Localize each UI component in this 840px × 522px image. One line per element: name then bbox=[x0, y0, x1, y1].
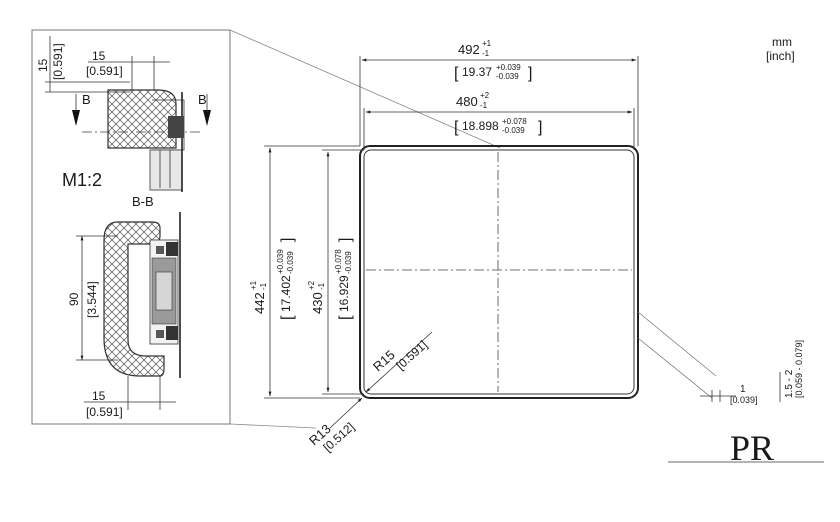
svg-text:]: ] bbox=[538, 119, 542, 136]
outer-frame bbox=[359, 145, 639, 399]
outer-height-inch-tol-plus: +0.039 bbox=[276, 249, 285, 274]
radius-inner-mm: R15 bbox=[370, 347, 398, 374]
detail-frame bbox=[31, 29, 231, 425]
inner-width-tol-plus: +2 bbox=[480, 91, 490, 100]
inner-height-inch: 16.929 bbox=[337, 275, 351, 312]
inner-height-mm: 430 bbox=[310, 292, 325, 314]
units-inch: [inch] bbox=[766, 49, 795, 63]
outer-width-tol-plus: +1 bbox=[482, 39, 492, 48]
section-marker-right: B bbox=[198, 92, 207, 107]
section-title: B-B bbox=[132, 194, 154, 209]
section-marker-left: B bbox=[82, 92, 91, 107]
outer-width-inch-tol-minus: -0.039 bbox=[496, 72, 519, 81]
outer-width-mm: 492 bbox=[458, 42, 480, 57]
svg-text:[: [ bbox=[454, 119, 459, 136]
units-mm: mm bbox=[772, 35, 792, 49]
main-view: 492 +1 -1 [ 19.37 +0.039 -0.039 ] 480 +2… bbox=[249, 39, 804, 455]
radius-inner-inch: [0.591] bbox=[393, 338, 430, 373]
bottom-width-inch: [0.591] bbox=[86, 405, 123, 419]
inner-width-inch-tol-plus: +0.078 bbox=[502, 117, 527, 126]
inner-width-inch: 18.898 bbox=[462, 119, 499, 133]
svg-text:[: [ bbox=[279, 315, 296, 320]
svg-text:]: ] bbox=[279, 238, 296, 242]
detail-top-height-inch: [0.591] bbox=[51, 43, 65, 80]
inner-height-inch-tol-plus: +0.078 bbox=[334, 249, 343, 274]
section-height-inch: [3.544] bbox=[85, 281, 99, 318]
outer-width-inch-tol-plus: +0.039 bbox=[496, 63, 521, 72]
section-arrow-right bbox=[203, 110, 211, 126]
bottom-width-mm: 15 bbox=[92, 389, 106, 403]
detail-leader-top bbox=[229, 29, 501, 149]
pr-logo: PR bbox=[668, 428, 824, 468]
edge-gap-mm: 1 bbox=[740, 384, 746, 395]
inner-height-tol-plus: +2 bbox=[307, 280, 316, 290]
outer-width-tol-minus: -1 bbox=[482, 49, 490, 58]
edge-gap-inch: [0.039] bbox=[730, 395, 758, 405]
radius-outer-leader bbox=[329, 397, 363, 429]
outer-height-inch: 17.402 bbox=[279, 275, 293, 312]
outer-height-mm: 442 bbox=[252, 292, 267, 314]
radius-inner-leader bbox=[365, 331, 433, 393]
outer-height-tol-minus: -1 bbox=[259, 282, 268, 290]
detail-top-width-mm: 15 bbox=[92, 49, 106, 63]
frame-depth-inch: [0.059 - 0.079] bbox=[794, 340, 804, 398]
inner-width-tol-minus: -1 bbox=[480, 101, 488, 110]
detail-top-height-mm: 15 bbox=[36, 58, 50, 72]
inner-height-inch-tol-minus: -0.039 bbox=[344, 251, 353, 274]
frame-depth-mm: 1.5 - 2 bbox=[784, 369, 795, 398]
outer-width-inch: 19.37 bbox=[462, 65, 492, 79]
svg-text:]: ] bbox=[337, 238, 354, 242]
inner-frame bbox=[363, 149, 635, 395]
inner-width-inch-tol-minus: -0.039 bbox=[502, 126, 525, 135]
edge-leader-top bbox=[637, 311, 717, 377]
outer-height-inch-tol-minus: -0.039 bbox=[286, 251, 295, 274]
section-arrow-left bbox=[72, 110, 80, 126]
detail-panel: 15 [0.591] 15 [0.591] B B M1:2 B-B bbox=[31, 29, 231, 425]
section-height-mm: 90 bbox=[67, 292, 81, 306]
edge-leader-bottom bbox=[637, 337, 713, 399]
top-profile-section bbox=[107, 89, 177, 149]
detail-leader-bottom bbox=[229, 423, 317, 429]
svg-text:[: [ bbox=[337, 315, 354, 320]
svg-text:]: ] bbox=[528, 65, 532, 82]
inner-height-tol-minus: -1 bbox=[317, 282, 326, 290]
logo-letters: PR bbox=[730, 428, 774, 468]
detail-scale-label: M1:2 bbox=[62, 170, 102, 190]
detail-top-width-inch: [0.591] bbox=[86, 64, 123, 78]
outer-height-tol-plus: +1 bbox=[249, 280, 258, 290]
svg-text:[: [ bbox=[454, 65, 459, 82]
inner-width-mm: 480 bbox=[456, 94, 478, 109]
section-profile bbox=[103, 221, 165, 377]
